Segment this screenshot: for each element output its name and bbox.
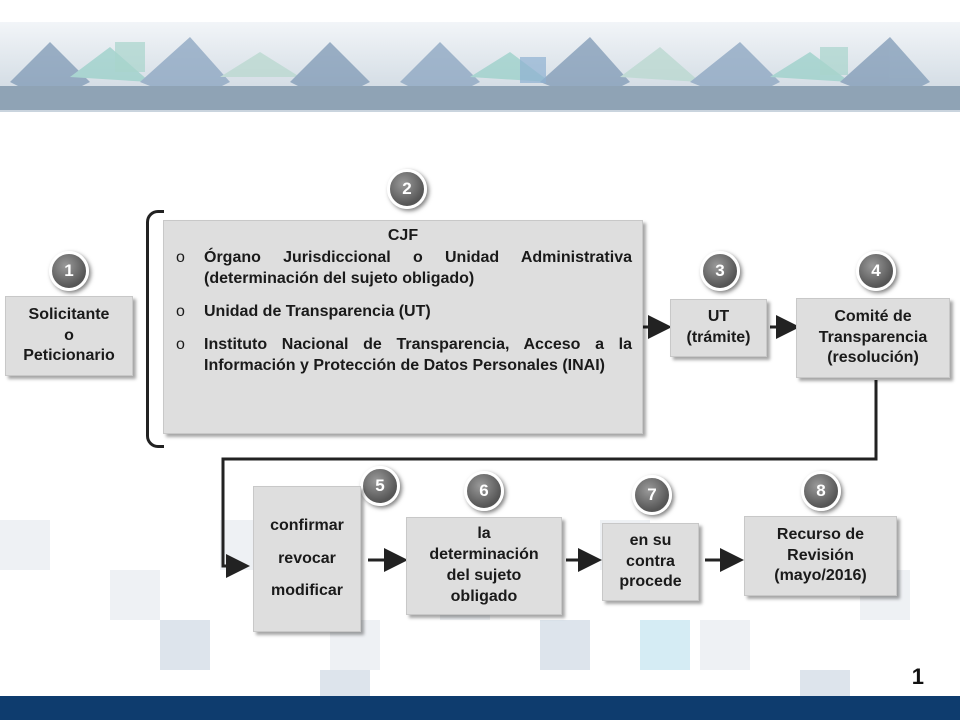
step-2-list: o Órgano Jurisdiccional o Unidad Adminis… <box>174 247 632 377</box>
step-badge-7: 7 <box>632 475 672 515</box>
option-revocar: revocar <box>278 549 336 567</box>
list-item: o Instituto Nacional de Transparencia, A… <box>174 334 632 376</box>
list-item-text: Unidad de Transparencia (UT) <box>204 303 431 321</box>
step-8-label: Recurso de Revisión (mayo/2016) <box>774 525 867 585</box>
step-3-label: UT (trámite) <box>686 308 751 346</box>
step-badge-6: 6 <box>464 471 504 511</box>
step-7-box: en su contra procede <box>602 523 699 601</box>
step-badge-2: 2 <box>387 169 427 209</box>
step-1-label: Solicitante o Peticionario <box>23 305 115 365</box>
step-6-label: la determinación del sujeto obligado <box>429 525 539 605</box>
step-7-label: en su contra procede <box>619 531 682 591</box>
page-number: 1 <box>911 664 924 689</box>
list-item: o Órgano Jurisdiccional o Unidad Adminis… <box>174 247 632 289</box>
step-3-box: UT (trámite) <box>670 299 767 357</box>
step-5-box: confirmar revocar modificar <box>253 486 361 632</box>
step-2-box: CJF o Órgano Jurisdiccional o Unidad Adm… <box>163 220 643 434</box>
step-badge-1: 1 <box>49 251 89 291</box>
bracket <box>146 210 164 448</box>
bullet-icon: o <box>176 249 185 266</box>
step-badge-3: 3 <box>700 251 740 291</box>
step-badge-8: 8 <box>801 471 841 511</box>
step-2-title: CJF <box>387 227 419 244</box>
bullet-icon: o <box>176 336 185 354</box>
bullet-icon: o <box>176 303 185 321</box>
step-8-box: Recurso de Revisión (mayo/2016) <box>744 516 897 596</box>
step-6-box: la determinación del sujeto obligado <box>406 517 562 615</box>
step-badge-4: 4 <box>856 251 896 291</box>
step-badge-5: 5 <box>360 466 400 506</box>
list-item-text: Instituto Nacional de Transparencia, Acc… <box>204 336 632 375</box>
step-4-box: Comité de Transparencia (resolución) <box>796 298 950 378</box>
step-1-box: Solicitante o Peticionario <box>5 296 133 376</box>
list-item-text: Órgano Jurisdiccional o Unidad Administr… <box>204 249 632 288</box>
footer-bar <box>0 696 960 720</box>
option-modificar: modificar <box>270 582 343 600</box>
step-4-label: Comité de Transparencia (resolución) <box>818 307 928 367</box>
banner-bar <box>0 86 960 110</box>
arrow-4-to-5 <box>221 380 878 578</box>
list-item: o Unidad de Transparencia (UT) <box>174 301 632 322</box>
option-confirmar: confirmar <box>270 516 344 534</box>
